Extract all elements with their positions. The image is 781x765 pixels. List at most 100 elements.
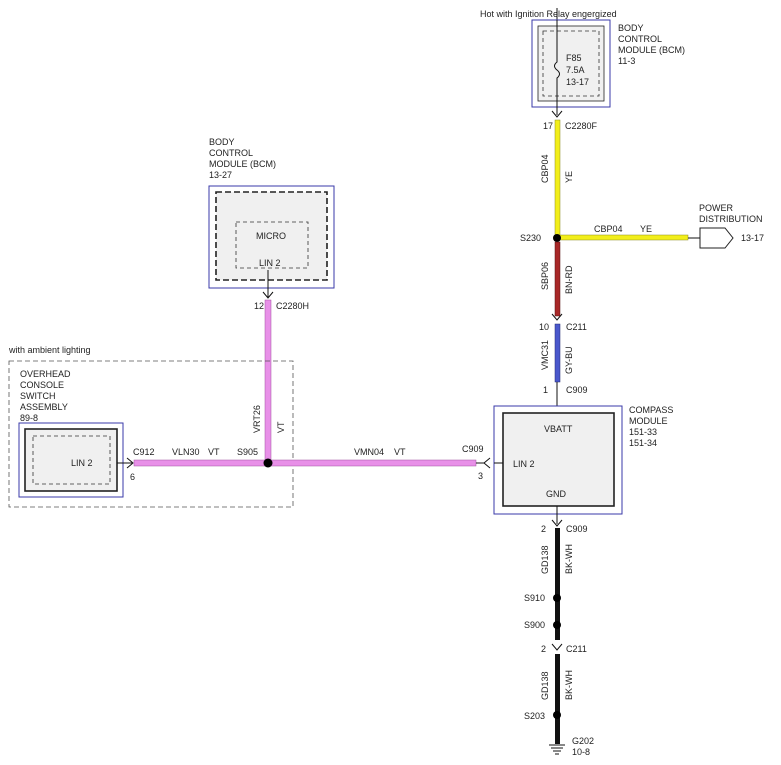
compass-name-1: COMPASS [629, 405, 673, 415]
wire-gd138-a-circuit: GD138 [540, 545, 550, 574]
fuse-f85-symbol [554, 20, 560, 115]
c211-bottom-arrow [551, 643, 563, 651]
ambient-lighting-label: with ambient lighting [8, 345, 91, 355]
power-distribution-connector [699, 227, 734, 249]
wire-gd138-b-circuit: GD138 [540, 671, 550, 700]
overhead-inner [24, 428, 118, 492]
wire-vln30 [133, 459, 269, 467]
bcm-top-name-1: BODY [618, 23, 644, 33]
fuse-rating: 7.5A [566, 65, 585, 75]
bcm-top-dashed [542, 30, 600, 97]
wire-vln30-color: VT [208, 447, 220, 457]
compass-bottom-pin: 2 [541, 524, 546, 534]
wire-cbp04-h-circuit: CBP04 [594, 224, 623, 234]
compass-gnd: GND [546, 489, 567, 499]
c2280h-connector-arrow [262, 291, 274, 299]
wire-vrt26-circuit: VRT26 [252, 405, 262, 433]
c912-connector: C912 [133, 447, 155, 457]
compass-name-4: 151-34 [629, 438, 657, 448]
overhead-dashed [32, 435, 111, 485]
power-distribution-label-2: DISTRIBUTION [699, 214, 763, 224]
ambient-lighting-region [8, 360, 294, 508]
bcm-left-micro: MICRO [256, 231, 286, 241]
compass-inner [502, 412, 615, 507]
compass-module [493, 405, 623, 515]
compass-bottom-connector: C909 [566, 524, 588, 534]
bcm-left-name-1: BODY [209, 137, 235, 147]
wire-gd138-b-color: BK-WH [564, 670, 574, 700]
wire-vmc31 [554, 323, 561, 383]
compass-top-pin: 1 [543, 385, 548, 395]
c2280f-connector: C2280F [565, 121, 598, 131]
wire-gd138-a-color: BK-WH [564, 544, 574, 574]
ground-name: G202 [572, 736, 594, 746]
compass-gnd-arrow [551, 519, 563, 527]
wire-vmn04 [267, 459, 477, 467]
splice-s905-label: S905 [237, 447, 258, 457]
c2280f-connector-arrow [551, 110, 563, 118]
c2280h-pin: 12 [254, 301, 264, 311]
ground-ref: 10-8 [572, 747, 590, 757]
bcm-left-lin: LIN 2 [259, 258, 281, 268]
splice-s910-label: S910 [524, 593, 545, 603]
wire-sbp06-circuit: SBP06 [540, 262, 550, 290]
fuse-ref: 13-17 [566, 77, 589, 87]
overhead-console-module [18, 422, 124, 498]
bcm-left-inner [215, 191, 328, 281]
splice-s900-label: S900 [524, 620, 545, 630]
wire-gd138-lower [555, 654, 560, 744]
overhead-name-4: ASSEMBLY [20, 402, 68, 412]
bcm-left-module [208, 185, 335, 289]
compass-lin-connector: C909 [462, 444, 484, 454]
c211-top-connector: C211 [566, 322, 587, 332]
power-distribution-label-1: POWER [699, 203, 734, 213]
wire-vmc31-circuit: VMC31 [540, 340, 550, 370]
wire-cbp04-v-circuit: CBP04 [540, 154, 550, 183]
power-distribution-ref: 13-17 [741, 233, 764, 243]
wire-cbp04-v-color: YE [564, 171, 574, 183]
wire-cbp04-horizontal [557, 234, 689, 241]
c211-top-pin: 10 [539, 322, 549, 332]
c912-connector-arrow [126, 457, 134, 469]
splice-s905 [263, 458, 273, 468]
wire-vln30-circuit: VLN30 [172, 447, 200, 457]
bcm-top-inner [537, 25, 605, 102]
splice-s230-label: S230 [520, 233, 541, 243]
wire-cbp04-vertical [554, 119, 561, 239]
wire-gd138-upper [555, 528, 560, 640]
splice-s900 [553, 621, 561, 629]
bcm-left-micro-box [235, 221, 309, 269]
compass-vbatt: VBATT [544, 424, 573, 434]
splice-s203 [553, 711, 561, 719]
fuse-name: F85 [566, 53, 582, 63]
compass-lin-arrow [483, 457, 491, 469]
compass-lin-pin: 3 [478, 471, 483, 481]
overhead-name-1: OVERHEAD [20, 369, 71, 379]
compass-lin: LIN 2 [513, 459, 535, 469]
c2280f-pin: 17 [543, 121, 553, 131]
c211-bottom-pin: 2 [541, 644, 546, 654]
overhead-name-2: CONSOLE [20, 380, 64, 390]
c2280h-connector: C2280H [276, 301, 309, 311]
wire-vrt26-color: VT [276, 421, 286, 433]
bcm-left-name-2: CONTROL [209, 148, 253, 158]
bcm-left-name-4: 13-27 [209, 170, 232, 180]
splice-s230 [553, 234, 561, 242]
wire-cbp04-h-color: YE [640, 224, 652, 234]
overhead-name-3: SWITCH [20, 391, 56, 401]
compass-name-3: 151-33 [629, 427, 657, 437]
wire-vmc31-color: GY-BU [564, 346, 574, 374]
hot-with-ignition-label: Hot with Ignition Relay engergized [480, 9, 617, 19]
wire-vmn04-color: VT [394, 447, 406, 457]
bcm-top-name-2: CONTROL [618, 34, 662, 44]
bcm-top-name-3: MODULE (BCM) [618, 45, 685, 55]
bcm-top-name-4: 11-3 [618, 56, 635, 66]
overhead-lin: LIN 2 [71, 458, 93, 468]
c211-bottom-connector: C211 [566, 644, 587, 654]
bcm-top-module [531, 19, 611, 108]
wire-vrt26 [264, 299, 272, 464]
splice-s203-label: S203 [524, 711, 545, 721]
bcm-left-name-3: MODULE (BCM) [209, 159, 276, 169]
c211-top-arrow [551, 313, 563, 321]
